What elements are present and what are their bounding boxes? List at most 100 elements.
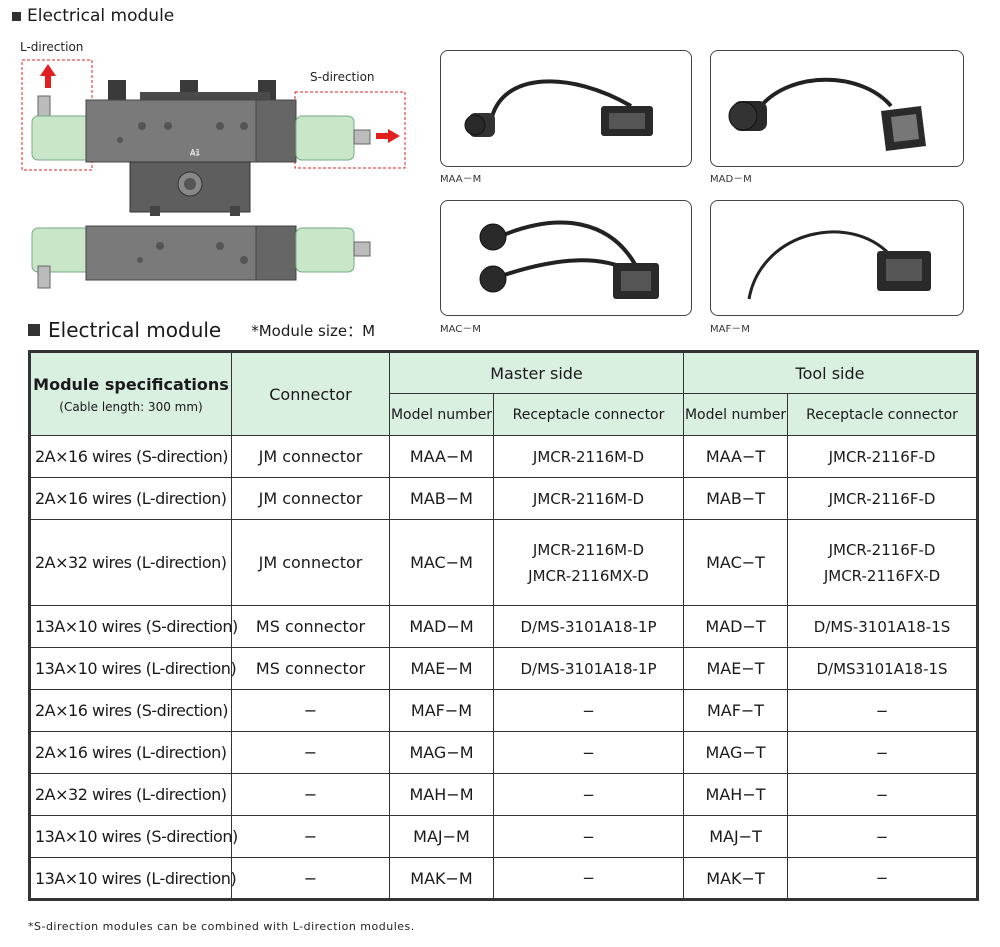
header-master-side: Master side xyxy=(388,351,685,394)
cell-tool-receptacle: − xyxy=(787,773,979,816)
cable-image-maa xyxy=(464,79,653,137)
cell-tool-receptacle-line: − xyxy=(875,701,889,720)
cable-image-mac xyxy=(479,220,659,299)
cell-tool-receptacle-line: D/MS-3101A18-1S xyxy=(813,617,951,636)
cell-module-spec: 2A×16 wires (L-direction) xyxy=(29,731,232,774)
cell-connector: − xyxy=(231,857,390,900)
cell-tool-receptacle-line: − xyxy=(875,743,889,762)
cell-tool-model: MAK−T xyxy=(683,857,789,900)
cell-master-receptacle-line: − xyxy=(582,701,595,720)
table-row: 2A×16 wires (L-direction)−MAG−M−MAG−T− xyxy=(29,731,979,774)
header-connector: Connector xyxy=(231,351,390,436)
photo-mac-m xyxy=(440,200,692,316)
cell-connector: − xyxy=(231,731,390,774)
cell-tool-model: MAF−T xyxy=(683,689,789,732)
cell-master-model: MAK−M xyxy=(389,857,494,900)
photo-caption-maf: MAF－M xyxy=(710,324,750,335)
cell-tool-receptacle-line: JMCR-2116F-D xyxy=(828,447,936,466)
cell-master-model: MAC−M xyxy=(389,519,494,606)
photo-caption-mac: MAC－M xyxy=(440,324,481,335)
cell-master-receptacle-line: − xyxy=(582,785,595,804)
cell-master-receptacle-line: D/MS-3101A18-1P xyxy=(520,659,657,678)
module-diagram: A1 L-direction S-direction A1 xyxy=(20,36,420,296)
cell-connector: JM connector xyxy=(231,519,390,606)
cell-tool-receptacle: D/MS3101A18-1S xyxy=(787,647,979,690)
cell-master-receptacle: − xyxy=(492,689,685,732)
cell-tool-model: MAA−T xyxy=(683,435,789,478)
cell-module-spec: 2A×32 wires (L-direction) xyxy=(29,773,232,816)
cell-module-spec: 13A×10 wires (S-direction) xyxy=(29,815,238,858)
cell-master-receptacle-line: JMCR-2116MX-D xyxy=(528,566,649,585)
cell-tool-model: MAJ−T xyxy=(683,815,789,858)
cell-tool-model: MAD−T xyxy=(683,605,789,648)
table-title-text: Electrical module xyxy=(48,318,222,342)
section-title-table: Electrical module *Module size：M xyxy=(28,318,375,342)
module-drawing: A1 xyxy=(21,59,406,289)
header-master-receptacle: Receptacle connector xyxy=(492,393,685,436)
header-tool-model: Model number xyxy=(683,393,789,436)
cell-master-model: MAE−M xyxy=(389,647,494,690)
cell-module-spec: 2A×16 wires (S-direction) xyxy=(29,435,232,478)
cell-master-model: MAH−M xyxy=(389,773,494,816)
table-row: 13A×10 wires (L-direction)−MAK−M−MAK−T− xyxy=(29,857,979,900)
cell-module-spec: 13A×10 wires (L-direction) xyxy=(29,647,237,690)
footnote: *S-direction modules can be combined wit… xyxy=(28,920,415,933)
cell-connector: JM connector xyxy=(231,435,390,478)
cell-master-receptacle: D/MS-3101A18-1P xyxy=(492,605,685,648)
cell-master-receptacle: D/MS-3101A18-1P xyxy=(492,647,685,690)
cell-tool-model: MAG−T xyxy=(683,731,789,774)
spec-table: Module specifications (Cable length: 300… xyxy=(28,350,980,901)
cell-tool-receptacle-line: JMCR-2116F-D xyxy=(828,489,936,508)
cell-master-receptacle-line: JMCR-2116M-D xyxy=(532,540,645,559)
photo-caption-maa: MAA－M xyxy=(440,174,482,185)
cell-tool-receptacle: − xyxy=(787,689,979,732)
cell-master-receptacle: − xyxy=(492,731,685,774)
photo-maa-m xyxy=(440,50,692,167)
cell-tool-receptacle: − xyxy=(787,815,979,858)
cell-tool-receptacle-line: D/MS3101A18-1S xyxy=(816,659,948,678)
cell-master-receptacle: JMCR-2116M-D xyxy=(492,477,685,520)
cell-master-receptacle-line: D/MS-3101A18-1P xyxy=(520,617,657,636)
photo-mad-m xyxy=(710,50,964,167)
bullet-square xyxy=(28,324,40,336)
cell-tool-receptacle-line: − xyxy=(875,827,889,846)
header-tool-side: Tool side xyxy=(683,351,979,394)
cell-tool-model: MAB−T xyxy=(683,477,789,520)
table-row: 2A×32 wires (L-direction)−MAH−M−MAH−T− xyxy=(29,773,979,816)
cell-tool-receptacle: JMCR-2116F-D xyxy=(787,435,979,478)
cable-image-maf xyxy=(747,230,931,300)
cell-master-model: MAF−M xyxy=(389,689,494,732)
table-row: 13A×10 wires (S-direction)−MAJ−M−MAJ−T− xyxy=(29,815,979,858)
section-title-text: Electrical module xyxy=(27,6,175,26)
cell-master-receptacle-line: − xyxy=(582,743,595,762)
section-title-top: Electrical module xyxy=(12,6,174,26)
bullet-square xyxy=(12,11,21,21)
cell-tool-receptacle-line: JMCR-2116FX-D xyxy=(823,566,941,585)
cell-master-receptacle: JMCR-2116M-D xyxy=(492,435,685,478)
cell-master-model: MAB−M xyxy=(389,477,494,520)
cell-tool-receptacle-line: − xyxy=(875,869,889,887)
cell-connector: − xyxy=(231,773,390,816)
cable-image-mad xyxy=(728,77,926,151)
header-master-model: Model number xyxy=(389,393,494,436)
cell-tool-receptacle: D/MS-3101A18-1S xyxy=(787,605,979,648)
cell-tool-receptacle-line: JMCR-2116F-D xyxy=(828,540,936,559)
cell-master-receptacle: − xyxy=(492,857,685,900)
s-direction-label: S-direction xyxy=(310,70,375,84)
cell-master-receptacle: JMCR-2116M-D JMCR-2116MX-D xyxy=(492,519,685,606)
photo-maf-m xyxy=(710,200,964,316)
cell-master-model: MAG−M xyxy=(389,731,494,774)
cell-master-receptacle: − xyxy=(492,773,685,816)
cell-connector: MS connector xyxy=(231,647,390,690)
header-spec-title: Module specifications xyxy=(33,374,229,394)
cell-module-spec: 13A×10 wires (L-direction) xyxy=(29,857,237,900)
l-direction-label: L-direction xyxy=(20,40,84,54)
cell-tool-model: MAE−T xyxy=(683,647,789,690)
cell-master-receptacle-line: JMCR-2116M-D xyxy=(532,447,645,466)
table-row: 2A×16 wires (S-direction)−MAF−M−MAF−T− xyxy=(29,689,979,732)
cell-tool-receptacle: − xyxy=(787,731,979,774)
photo-caption-mad: MAD－M xyxy=(710,174,752,185)
